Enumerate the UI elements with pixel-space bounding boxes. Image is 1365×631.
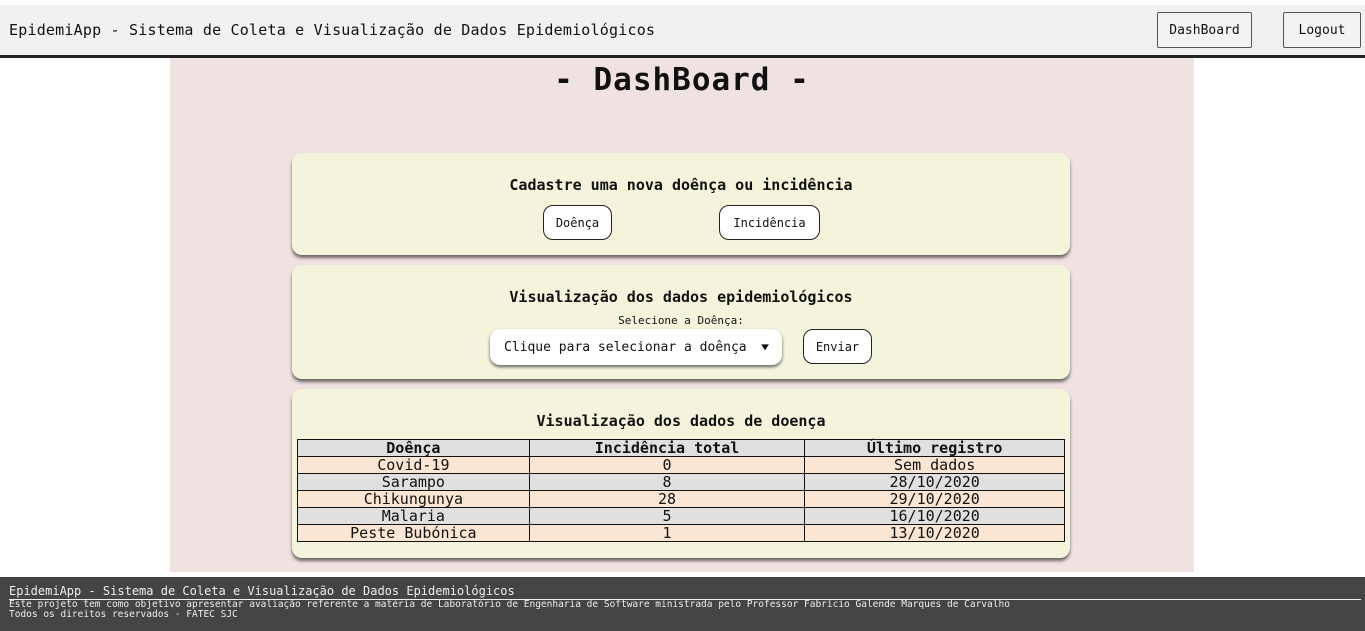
chevron-down-icon: ▼ [761,341,769,353]
footer-title: EpidemiApp - Sistema de Coleta e Visuali… [9,584,515,598]
disease-select-value: Clique para selecionar a doênça [504,339,747,355]
app-title: EpidemiApp - Sistema de Coleta e Visuali… [9,21,656,39]
cell-total-incidence: 0 [528,456,806,474]
add-incidence-button[interactable]: Incidência [719,205,820,240]
dashboard-button[interactable]: DashBoard [1157,12,1252,48]
table-row: Malaria 5 16/10/2020 [297,507,1065,525]
logout-button[interactable]: Logout [1283,12,1361,48]
cell-disease: Covid-19 [297,456,530,474]
column-header-disease: Doênça [297,439,530,457]
cell-last-record: 29/10/2020 [804,490,1065,508]
footer: EpidemiApp - Sistema de Coleta e Visuali… [0,577,1365,631]
top-navbar: EpidemiApp - Sistema de Coleta e Visuali… [0,5,1365,58]
select-disease-label: Selecione a Doênça: [618,314,744,327]
main-content: - DashBoard - Cadastre uma nova doênça o… [170,58,1194,572]
cell-total-incidence: 28 [528,490,806,508]
page-title: - DashBoard - [554,62,810,98]
disease-table: Doênça Incidência total Último registro … [297,439,1065,542]
cell-last-record: 16/10/2020 [804,507,1065,525]
submit-button[interactable]: Enviar [803,329,872,364]
disease-select[interactable]: Clique para selecionar a doênça ▼ [490,329,782,365]
table-header-row: Doênça Incidência total Último registro [297,439,1065,457]
column-header-total-incidence: Incidência total [528,439,806,457]
disease-data-card-title: Visualização dos dados de doença [536,412,826,430]
column-header-last-record: Último registro [804,439,1065,457]
disease-data-card: Visualização dos dados de doença Doênça … [292,389,1070,558]
cell-total-incidence: 5 [528,507,806,525]
cell-disease: Sarampo [297,473,530,491]
cell-disease: Malaria [297,507,530,525]
register-card: Cadastre uma nova doênça ou incidência D… [292,153,1070,255]
cell-disease: Chikungunya [297,490,530,508]
table-row: Peste Bubónica 1 13/10/2020 [297,524,1065,542]
footer-rights: Todos os direitos reservados - FATEC SJC [9,609,238,620]
cell-disease: Peste Bubónica [297,524,530,542]
add-disease-button[interactable]: Doênça [543,205,612,240]
cell-total-incidence: 8 [528,473,806,491]
table-row: Chikungunya 28 29/10/2020 [297,490,1065,508]
table-row: Covid-19 0 Sem dados [297,456,1065,474]
footer-divider [9,599,1361,600]
table-row: Sarampo 8 28/10/2020 [297,473,1065,491]
cell-last-record: Sem dados [804,456,1065,474]
footer-description: Este projeto tem como objetivo apresenta… [9,599,1010,610]
visualization-card-title: Visualização dos dados epidemiológicos [509,288,853,306]
visualization-card: Visualização dos dados epidemiológicos S… [292,265,1070,379]
cell-last-record: 13/10/2020 [804,524,1065,542]
cell-last-record: 28/10/2020 [804,473,1065,491]
cell-total-incidence: 1 [528,524,806,542]
register-card-title: Cadastre uma nova doênça ou incidência [509,176,853,194]
